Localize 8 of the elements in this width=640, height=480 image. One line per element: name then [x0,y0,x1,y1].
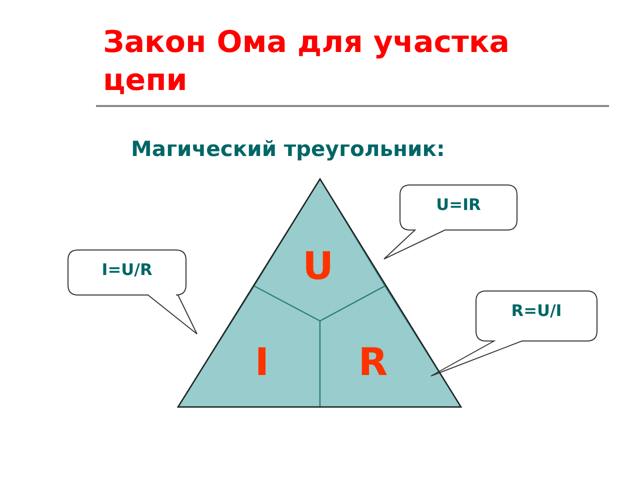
symbol-letter: U [302,247,334,285]
formula: U=IR [436,197,481,213]
subtitle: Магический треугольник: [131,137,445,161]
symbol-letter: I [254,343,270,381]
symbol-letter: R [358,343,388,381]
formula: I=U/R [102,262,152,278]
title: Закон Ома для участка цепи [103,24,510,100]
formula: R=U/I [511,303,562,319]
